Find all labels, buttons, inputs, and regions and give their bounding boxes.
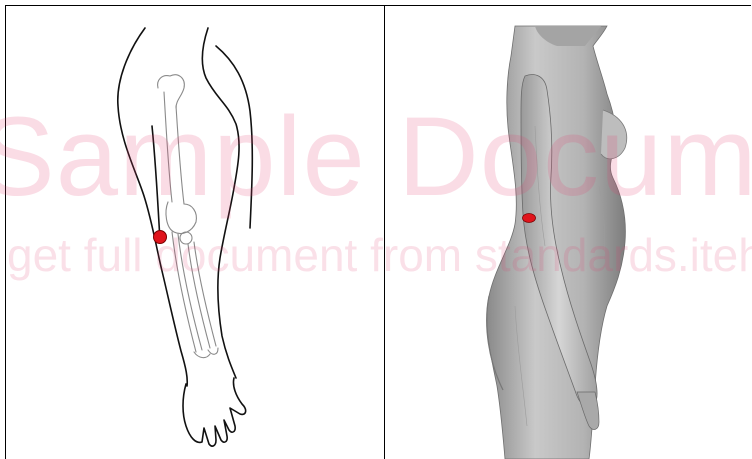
landmark-marker	[154, 231, 167, 244]
arm-drawing	[6, 6, 384, 459]
landmark-marker	[523, 214, 536, 223]
body-scan-panel	[385, 6, 752, 459]
body-scan-image	[385, 6, 752, 459]
arm-drawing-panel	[6, 6, 384, 459]
